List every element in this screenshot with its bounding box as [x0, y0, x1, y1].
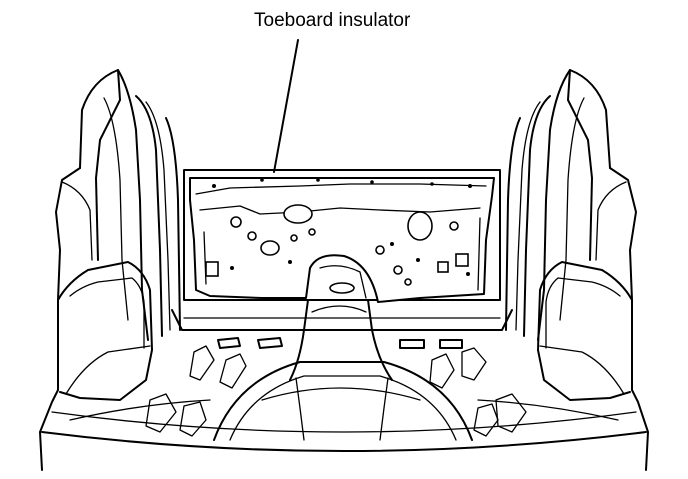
cowl-frame [183, 169, 501, 301]
foreground-frame [213, 361, 473, 441]
tunnel-top [311, 305, 367, 313]
center-tunnel [289, 299, 393, 381]
left-door-frame [57, 69, 181, 401]
right-door-frame [505, 69, 633, 401]
floor-crease-left [69, 399, 211, 421]
floor-front-lip [51, 411, 637, 433]
callout-leader-line [273, 39, 299, 173]
dash-lower-ledge [171, 309, 513, 331]
callout-label-toeboard-insulator: Toeboard insulator [254, 10, 411, 31]
floor-crease-right [477, 399, 619, 421]
floor-reinforcements [145, 337, 527, 437]
floor-front-edge [41, 431, 647, 452]
foreground-frame-inner [229, 375, 457, 441]
toeboard-insulator-panel [189, 177, 495, 303]
foreground-cross-member [261, 377, 421, 441]
